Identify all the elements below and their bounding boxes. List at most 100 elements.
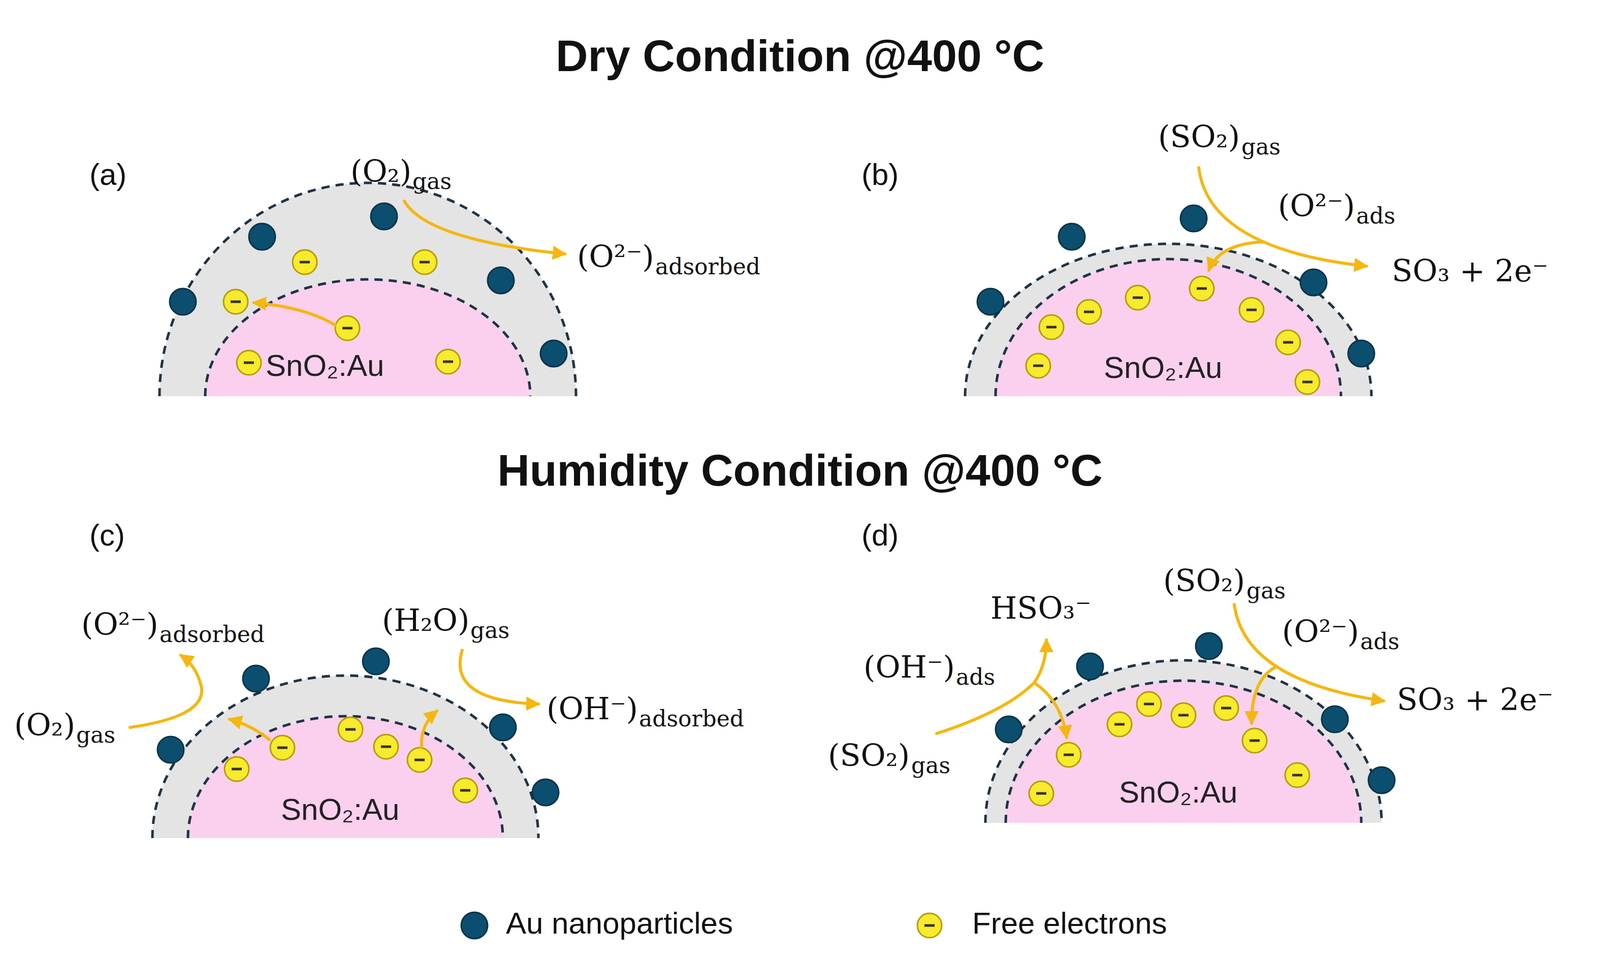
reaction-arrow [460,650,539,704]
particle-label: SnO₂:Au [280,791,400,827]
electron-symbol [1213,695,1239,721]
electron-symbol [435,349,461,374]
electron-minus [924,924,935,927]
core-boundary [1005,680,1362,823]
electron-minus [345,728,356,731]
species-subscript: gas [76,722,116,749]
electron-minus [1036,792,1047,795]
species-subscript: ads [1360,628,1400,655]
species-label: (O₂) [14,708,76,744]
au-nanoparticle [1348,340,1375,367]
electron-minus [1046,326,1057,329]
core-boundary [187,716,503,839]
core-boundary [995,259,1341,397]
species-subscript: gas [911,752,951,779]
particle-label: SnO₂:Au [1103,349,1223,386]
electron-minus [1246,308,1257,312]
electron-symbol [1285,762,1310,788]
electron-minus [1302,380,1313,384]
species-label: (O²⁻) [1282,614,1360,650]
electron-symbol [1076,299,1102,325]
electron-symbol [453,778,478,803]
electron-minus [230,300,241,304]
electron-symbol [1107,712,1132,737]
electron-arrow [253,302,336,326]
au-nanoparticle [169,288,197,315]
electron-minus [299,261,310,264]
electron-arrow [421,711,437,747]
species-label: (SO₂) [1163,563,1245,599]
electron-symbol [1029,781,1054,806]
electron-minus [419,261,430,264]
electron-minus [1221,707,1232,710]
electron-minus [414,758,425,762]
au-nanoparticle [370,203,398,230]
au-nanoparticle [362,648,390,675]
electron-symbol [1171,702,1196,728]
depletion-layer [152,675,539,839]
electron-symbol [224,756,249,782]
species-subscript: ads [1356,203,1396,230]
depletion-boundary [965,243,1372,397]
sno2-particle: SnO₂:Au [121,645,569,841]
au-nanoparticle [1058,223,1085,250]
au-nanoparticle [157,736,184,763]
depletion-boundary [985,660,1382,823]
reaction-arrow [404,201,565,254]
au-nanoparticle [1076,653,1104,680]
species-subscript: adsorbed [655,253,761,280]
electron-minus [231,768,242,771]
electron-symbol [412,249,437,275]
electron-symbol [1295,369,1320,395]
section-heading: Dry Condition @400 °C [0,30,1600,82]
electron-symbol [270,735,295,760]
electron-minus [460,789,471,792]
species-label: SO₃ + 2e⁻ [1396,682,1554,718]
electron-minus [1063,753,1074,757]
electron-minus [1132,296,1143,300]
electron-arrow [1208,241,1264,271]
panel-letter: (a) [89,157,127,193]
species-label: HSO₃⁻ [990,591,1092,627]
electron-minus [277,746,288,750]
species-label: (OH⁻) [546,691,638,727]
species-label: (SO₂) [1158,119,1240,155]
au-nanoparticle [1195,632,1223,660]
depletion-layer [985,660,1382,823]
au-nanoparticle [532,779,559,806]
electron-symbol [1125,285,1150,310]
panel-letter: (c) [89,518,125,554]
electron-minus [1292,774,1303,777]
species-label: (O²⁻) [1277,188,1356,224]
species-label: (H₂O) [381,603,470,639]
au-nanoparticle [1368,766,1395,794]
au-nanoparticle [489,714,517,741]
au-nanoparticle [1180,205,1207,232]
electron-minus [1083,310,1095,314]
species-label: (SO₂) [827,738,910,774]
electron-symbol [373,734,399,759]
electron-symbol [223,289,248,314]
species-subscript: gas [1241,134,1281,160]
particle-label: SnO₂:Au [1118,774,1238,810]
species-subscript: gas [1246,578,1286,604]
electron-symbol [917,913,942,938]
depletion-layer [965,243,1372,397]
electron-minus [1178,714,1189,717]
electron-symbol [236,350,262,375]
electron-arrow [229,719,270,740]
electron-symbol [338,717,363,742]
species-label: (OH⁻) [863,650,955,686]
electron-symbol [1242,728,1267,753]
electron-arrow [1251,666,1277,724]
au-nanoparticle [242,665,270,692]
depletion-boundary [159,182,576,397]
section-heading: Humidity Condition @400 °C [0,444,1600,497]
depletion-boundary [152,675,539,839]
electron-minus [1196,287,1207,291]
particle-core [205,279,531,397]
au-nanoparticle [487,267,515,294]
electron-arrow [1034,682,1067,738]
electron-symbol [1189,276,1214,301]
species-subscript: gas [412,168,452,195]
